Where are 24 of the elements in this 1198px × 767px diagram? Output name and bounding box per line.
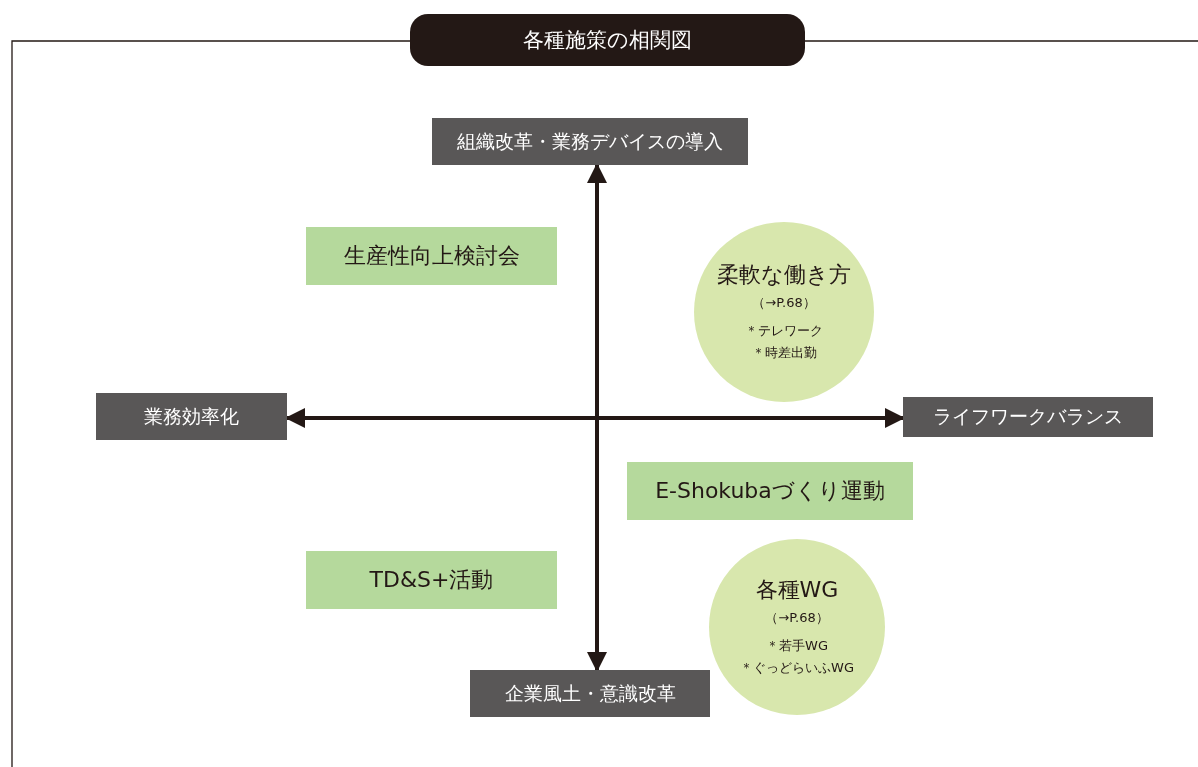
measure-box	[306, 551, 557, 609]
axis-label-box	[96, 393, 287, 440]
axis-label-box	[432, 118, 748, 165]
list-item: ＊時差出勤	[751, 344, 817, 362]
heading: 柔軟な働き方	[717, 261, 851, 289]
page-reference: （→P.68）	[752, 294, 816, 312]
measure-box	[627, 462, 913, 520]
list-item: ＊テレワーク	[745, 322, 823, 340]
double-arrow	[587, 163, 607, 672]
heading: 生産性向上検討会	[343, 242, 520, 270]
heading: 業務効率化	[144, 403, 239, 429]
axis-label-box	[903, 397, 1153, 437]
list-item: ＊若手WG	[766, 637, 828, 655]
axis-label-box	[470, 670, 710, 717]
heading: TD&S+活動	[369, 566, 494, 594]
heading: ライフワークバランス	[933, 404, 1123, 429]
heading: 各種WG	[755, 576, 839, 604]
heading: 企業風土・意識改革	[504, 680, 676, 706]
title-banner: 各種施策の相関図	[410, 14, 805, 66]
heading: 組織改革・業務デバイスの導入	[457, 128, 723, 154]
page-reference: （→P.68）	[765, 609, 829, 627]
heading: E-Shokubaづくり運動	[655, 477, 885, 505]
list-item: ＊ぐっどらいふWG	[740, 659, 854, 677]
measure-box	[306, 227, 557, 285]
